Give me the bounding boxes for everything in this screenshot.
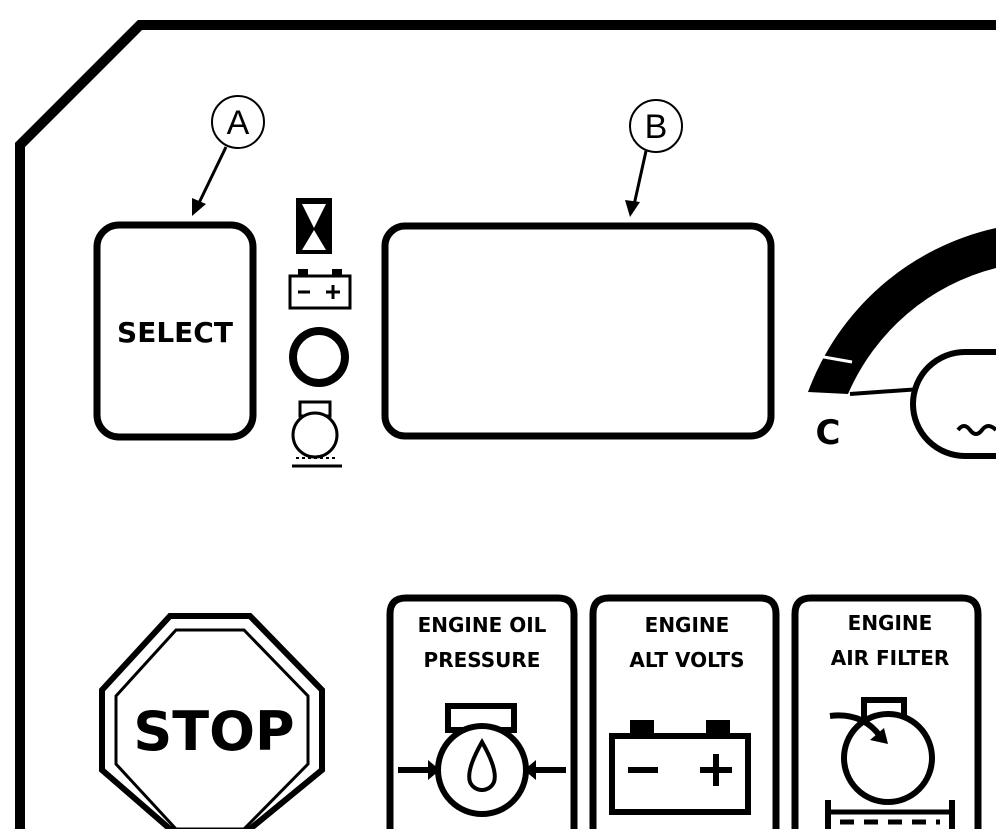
- indicator-2-line2: ALT VOLTS: [629, 648, 744, 672]
- callout-a-label: A: [227, 104, 250, 142]
- air-filter-icon: [825, 697, 955, 829]
- coolant-icon: [910, 349, 996, 459]
- stop-button[interactable]: STOP: [99, 613, 325, 829]
- indicator-3-line1: ENGINE: [848, 611, 933, 635]
- panel-outline: [15, 20, 996, 829]
- callout-b-label: B: [645, 108, 668, 146]
- gear-icon: [289, 327, 349, 387]
- battery-icon: [288, 269, 352, 310]
- temperature-gauge: C: [808, 228, 996, 459]
- indicator-1-line1: ENGINE OIL: [418, 613, 547, 637]
- engine-icon: [291, 400, 342, 468]
- indicator-1-line2: PRESSURE: [424, 648, 541, 672]
- oil-pressure-icon: [398, 703, 566, 817]
- indicator-engine-alt-volts: ENGINE ALT VOLTS: [589, 594, 780, 829]
- indicator-engine-oil-pressure: ENGINE OIL PRESSURE: [386, 594, 578, 829]
- alt-battery-icon: [609, 720, 751, 815]
- indicator-3-line2: AIR FILTER: [831, 646, 950, 670]
- callout-b: B: [625, 99, 683, 217]
- indicator-2-line1: ENGINE: [645, 613, 730, 637]
- display-screen: [381, 222, 775, 440]
- stop-button-label: STOP: [133, 700, 294, 763]
- select-button-label: SELECT: [117, 316, 233, 349]
- indicator-engine-air-filter: ENGINE AIR FILTER: [791, 594, 982, 829]
- temp-gauge-cold-label: C: [816, 413, 841, 453]
- select-button[interactable]: SELECT: [93, 221, 257, 441]
- callout-a: A: [192, 95, 265, 216]
- hourglass-icon: [296, 198, 332, 254]
